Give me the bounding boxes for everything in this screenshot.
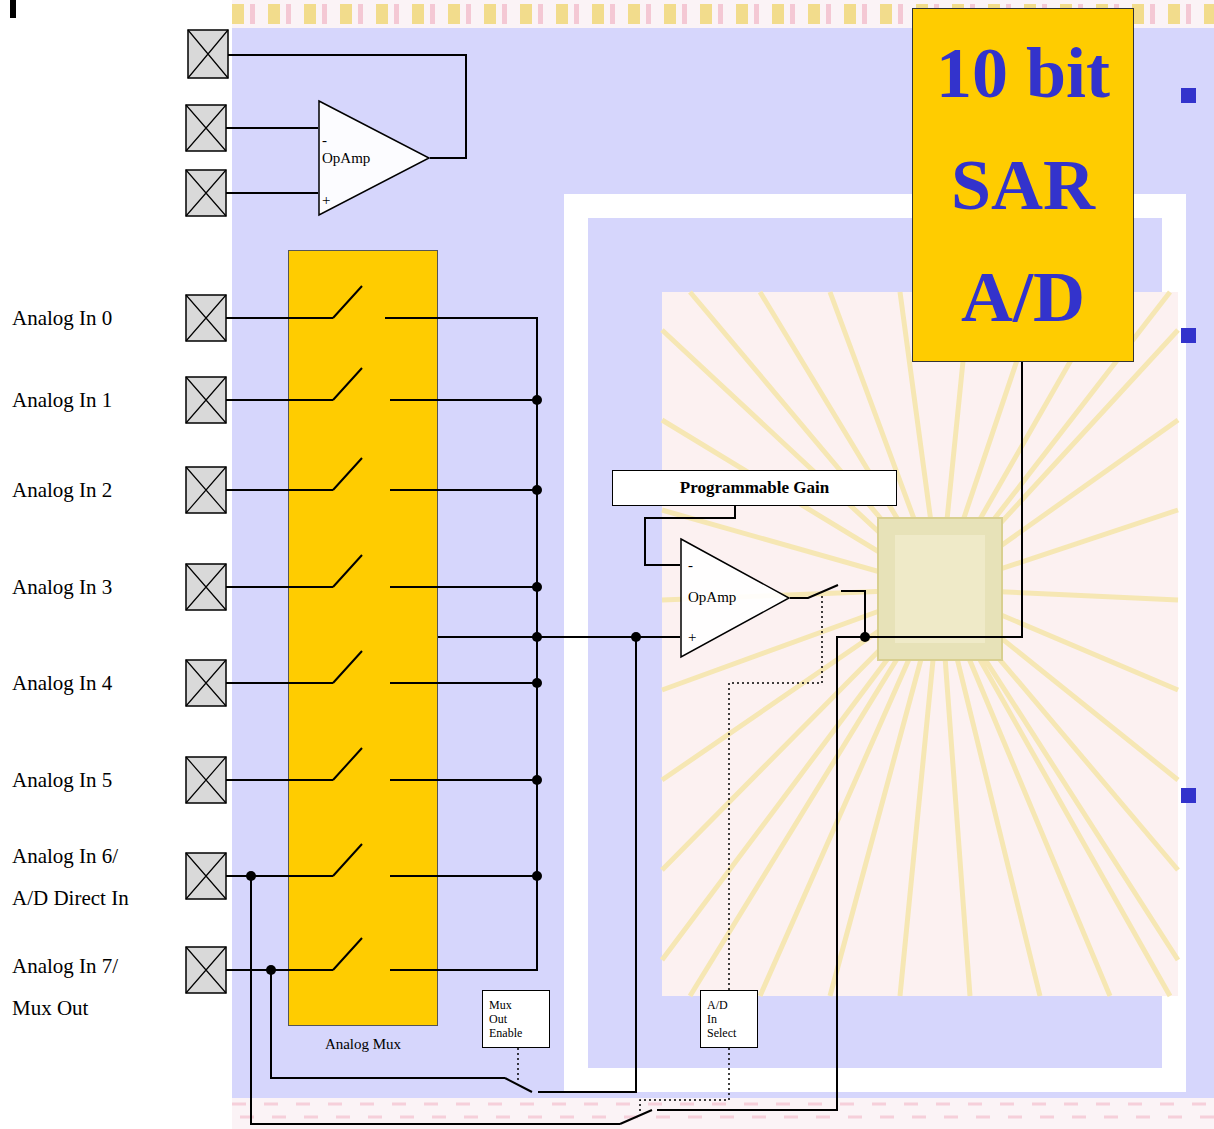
junction-dot: [532, 485, 542, 495]
box-label: Mux Out Enable: [489, 998, 543, 1040]
opamp-label: +: [688, 628, 696, 646]
bullet-square: [1181, 328, 1196, 343]
bullet-square: [1181, 788, 1196, 803]
box-label: Programmable Gain: [620, 478, 889, 498]
label-slot: Analog In 6/ A/D Direct In: [12, 835, 142, 919]
signal-connector: [645, 506, 735, 565]
chip-core-inner: [895, 535, 985, 643]
pin-label: Analog In 3: [12, 573, 112, 601]
junction-dot: [532, 678, 542, 688]
opamp-label: OpAmp: [322, 149, 370, 167]
pin-label: Analog In 6/ A/D Direct In: [12, 835, 142, 919]
signal-connector: [790, 362, 1022, 637]
box-label: A/D In Select: [707, 998, 751, 1040]
box-label: Analog Mux: [325, 1034, 401, 1054]
io-pads: [186, 30, 228, 993]
adc-block: 10 bit SAR A/D: [912, 8, 1134, 362]
junction-dots: [246, 395, 870, 975]
pin-label: Analog In 0: [12, 304, 112, 332]
pin-label: Analog In 7/ Mux Out: [12, 945, 142, 1029]
junction-dot: [532, 395, 542, 405]
signal-connector: [438, 636, 680, 638]
cut-title-mark: [10, 0, 16, 18]
label-slot: Analog In 1: [12, 386, 112, 414]
opamp-label: -: [688, 556, 693, 574]
junction-dot: [246, 871, 256, 881]
pad-ring-ticks: [240, 1116, 1214, 1119]
opamp-label: OpAmp: [688, 588, 736, 606]
pin-label: Analog In 5: [12, 766, 112, 794]
control-box: Mux Out Enable: [482, 990, 550, 1048]
opamp-triangle-shape: [681, 539, 789, 657]
chip-core: [878, 518, 1002, 660]
control-line: [518, 594, 822, 1114]
box-label: 10 bit SAR A/D: [923, 17, 1123, 353]
bond-wires: [662, 292, 1178, 996]
bond-area: [662, 292, 1178, 996]
pin-label: Analog In 4: [12, 669, 112, 697]
label-slot: Analog In 5: [12, 766, 112, 794]
junction-dot: [532, 582, 542, 592]
pad-cross: [186, 30, 228, 993]
opamp-triangle: - OpAmp +: [680, 538, 790, 658]
opamp-triangle-shape: [319, 101, 429, 215]
opamp-label: +: [322, 191, 330, 209]
gain-box: Programmable Gain: [612, 470, 897, 506]
label-slot: Analog In 3: [12, 573, 112, 601]
pin-label: Analog In 2: [12, 476, 112, 504]
label-slot: Analog In 2: [12, 476, 112, 504]
junction-dot: [266, 965, 276, 975]
opamp-label: -: [322, 131, 327, 149]
analog-mux: Analog Mux: [288, 250, 438, 1026]
control-box: A/D In Select: [700, 990, 758, 1048]
label-slot: Analog In 4: [12, 669, 112, 697]
label-slot: Analog In 0: [12, 304, 112, 332]
bullet-square: [1181, 88, 1196, 103]
pad-ring-ticks: [232, 1103, 1214, 1106]
signal-wires: [226, 55, 865, 1124]
opamp-triangle: -OpAmp +: [318, 100, 430, 216]
pin-label: Analog In 1: [12, 386, 112, 414]
label-slot: Analog In 7/ Mux Out: [12, 945, 142, 1029]
junction-dot: [532, 775, 542, 785]
junction-dot: [532, 871, 542, 881]
